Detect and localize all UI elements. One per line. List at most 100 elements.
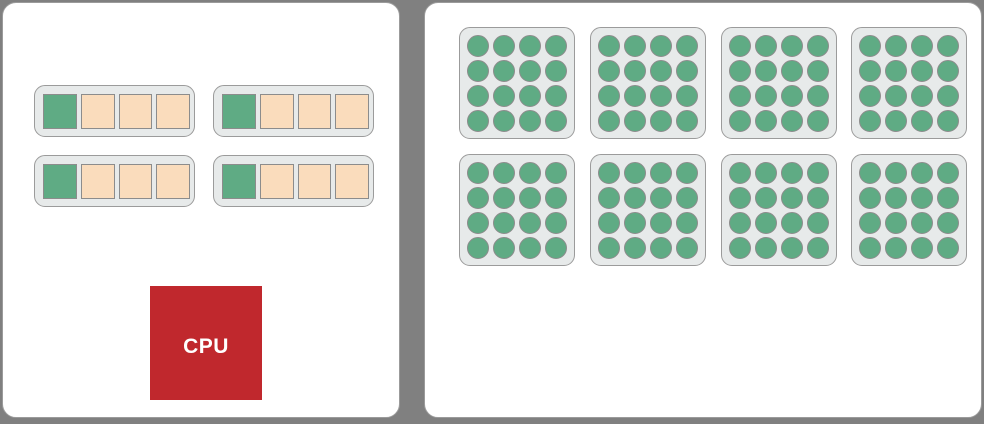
cpu-core-cell-cache — [335, 93, 369, 129]
gpu-core — [755, 186, 777, 209]
gpu-core — [624, 186, 646, 209]
gpu-core — [545, 186, 567, 209]
gpu-core — [545, 109, 567, 132]
cpu-core-cell-active — [43, 163, 77, 199]
gpu-core — [650, 236, 672, 259]
gpu-core — [807, 34, 829, 57]
gpu-core — [885, 84, 907, 107]
gpu-block — [851, 154, 967, 266]
gpu-core — [885, 59, 907, 82]
gpu-core — [859, 59, 881, 82]
cpu-chip-label: CPU — [183, 335, 229, 358]
cpu-core-cell-cache — [259, 93, 294, 129]
gpu-core — [755, 59, 777, 82]
gpu-core — [493, 186, 515, 209]
gpu-core — [467, 59, 489, 82]
cpu-core-cell-cache — [156, 93, 190, 129]
gpu-core — [911, 186, 933, 209]
gpu-core — [729, 59, 751, 82]
gpu-core — [676, 211, 698, 234]
gpu-core — [781, 59, 803, 82]
gpu-core — [545, 161, 567, 184]
gpu-core — [467, 109, 489, 132]
cpu-module — [213, 85, 374, 137]
gpu-core — [859, 186, 881, 209]
cpu-core-cell-active — [43, 93, 77, 129]
gpu-core — [545, 59, 567, 82]
cpu-module — [34, 155, 195, 207]
gpu-core — [676, 109, 698, 132]
gpu-core — [781, 236, 803, 259]
gpu-core — [598, 109, 620, 132]
gpu-core — [911, 59, 933, 82]
gpu-core — [755, 84, 777, 107]
gpu-core — [493, 109, 515, 132]
gpu-core — [493, 34, 515, 57]
gpu-core — [676, 236, 698, 259]
gpu-core — [885, 236, 907, 259]
gpu-core — [729, 211, 751, 234]
cpu-module — [213, 155, 374, 207]
gpu-core — [624, 161, 646, 184]
gpu-core — [598, 84, 620, 107]
gpu-core — [859, 84, 881, 107]
gpu-core — [937, 186, 959, 209]
cpu-core-cell-cache — [259, 163, 294, 199]
cpu-core-cell-cache — [297, 163, 332, 199]
gpu-core — [467, 236, 489, 259]
gpu-core — [519, 186, 541, 209]
gpu-core — [545, 211, 567, 234]
gpu-core — [781, 34, 803, 57]
cpu-core-grid — [34, 85, 374, 207]
gpu-core — [937, 236, 959, 259]
gpu-core — [519, 211, 541, 234]
gpu-core — [807, 236, 829, 259]
gpu-core — [493, 59, 515, 82]
cpu-module — [34, 85, 195, 137]
gpu-core — [676, 34, 698, 57]
gpu-core — [545, 236, 567, 259]
gpu-core — [885, 109, 907, 132]
gpu-core — [911, 211, 933, 234]
gpu-core — [859, 161, 881, 184]
gpu-core — [859, 109, 881, 132]
gpu-core — [807, 186, 829, 209]
gpu-core — [729, 236, 751, 259]
gpu-core — [911, 84, 933, 107]
gpu-core — [598, 236, 620, 259]
gpu-core — [467, 34, 489, 57]
gpu-core — [650, 161, 672, 184]
gpu-core — [598, 186, 620, 209]
gpu-core — [624, 109, 646, 132]
gpu-core — [598, 211, 620, 234]
gpu-core — [807, 211, 829, 234]
gpu-core — [650, 109, 672, 132]
gpu-core — [937, 161, 959, 184]
gpu-core — [781, 109, 803, 132]
cpu-core-cell-active — [222, 163, 256, 199]
gpu-core — [467, 84, 489, 107]
gpu-block — [459, 154, 575, 266]
gpu-core — [493, 161, 515, 184]
gpu-core — [885, 161, 907, 184]
gpu-core — [781, 186, 803, 209]
gpu-core — [493, 236, 515, 259]
gpu-core — [598, 34, 620, 57]
gpu-core — [598, 161, 620, 184]
gpu-core — [598, 59, 620, 82]
gpu-core — [911, 236, 933, 259]
gpu-core — [729, 84, 751, 107]
gpu-core — [650, 84, 672, 107]
gpu-core — [467, 211, 489, 234]
gpu-core — [937, 84, 959, 107]
gpu-core — [755, 236, 777, 259]
gpu-core — [885, 186, 907, 209]
gpu-block — [851, 27, 967, 139]
gpu-core — [624, 211, 646, 234]
cpu-core-cell-cache — [335, 163, 369, 199]
gpu-block — [721, 154, 837, 266]
gpu-core — [807, 59, 829, 82]
gpu-core — [937, 59, 959, 82]
gpu-core — [911, 109, 933, 132]
gpu-core — [650, 211, 672, 234]
